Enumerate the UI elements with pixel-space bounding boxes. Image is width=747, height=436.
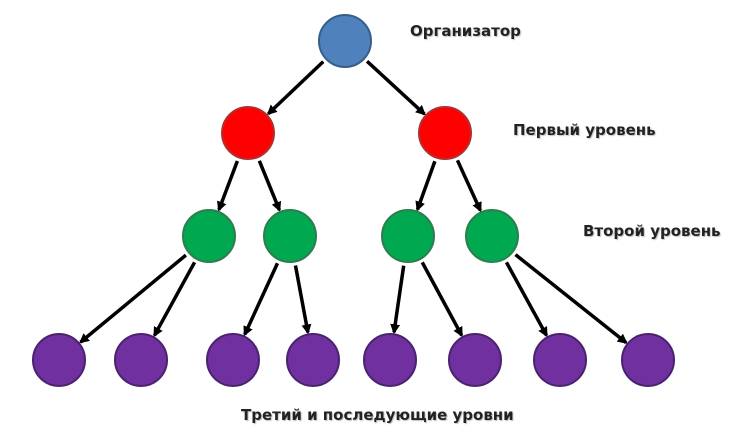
arrow-level1-to-level2-4 (455, 159, 482, 213)
arrow-level2-to-level3-7 (504, 261, 549, 338)
level2-label: Второй уровень (583, 222, 721, 240)
arrow-level2-to-level3-1 (79, 253, 187, 344)
organizer-label: Организатор (410, 22, 521, 40)
arrow-level2-to-level3-5 (390, 265, 406, 335)
level1-node-1 (221, 106, 275, 160)
level2-node-2 (263, 209, 317, 263)
arrow-level2-to-level3-4 (293, 265, 312, 335)
arrow-level2-to-level3-3 (243, 262, 280, 337)
level2-node-3 (381, 209, 435, 263)
level3-label: Третий и последующие уровни (241, 406, 514, 424)
arrow-level1-to-level2-2 (257, 160, 282, 212)
organizer-node (318, 14, 372, 68)
level3-node-8 (621, 333, 675, 387)
arrow-level1-to-level2-3 (415, 160, 437, 212)
level2-node-4 (465, 209, 519, 263)
level3-node-3 (206, 333, 260, 387)
nodes-group (32, 14, 675, 387)
level3-node-1 (32, 333, 86, 387)
arrow-level2-to-level3-8 (514, 253, 628, 344)
arrow-organizer-to-level1-1 (266, 60, 325, 116)
level3-node-6 (448, 333, 502, 387)
arrow-level2-to-level3-2 (152, 261, 197, 338)
level2-node-1 (182, 209, 236, 263)
level1-label: Первый уровень (513, 121, 656, 139)
arrows-group (79, 60, 628, 344)
arrow-level1-to-level2-1 (217, 160, 240, 212)
level1-node-2 (418, 106, 472, 160)
level3-node-5 (363, 333, 417, 387)
level3-node-4 (286, 333, 340, 387)
level3-node-2 (114, 333, 168, 387)
arrow-organizer-to-level1-2 (365, 60, 426, 116)
level3-node-7 (533, 333, 587, 387)
arrow-level2-to-level3-6 (420, 261, 464, 338)
